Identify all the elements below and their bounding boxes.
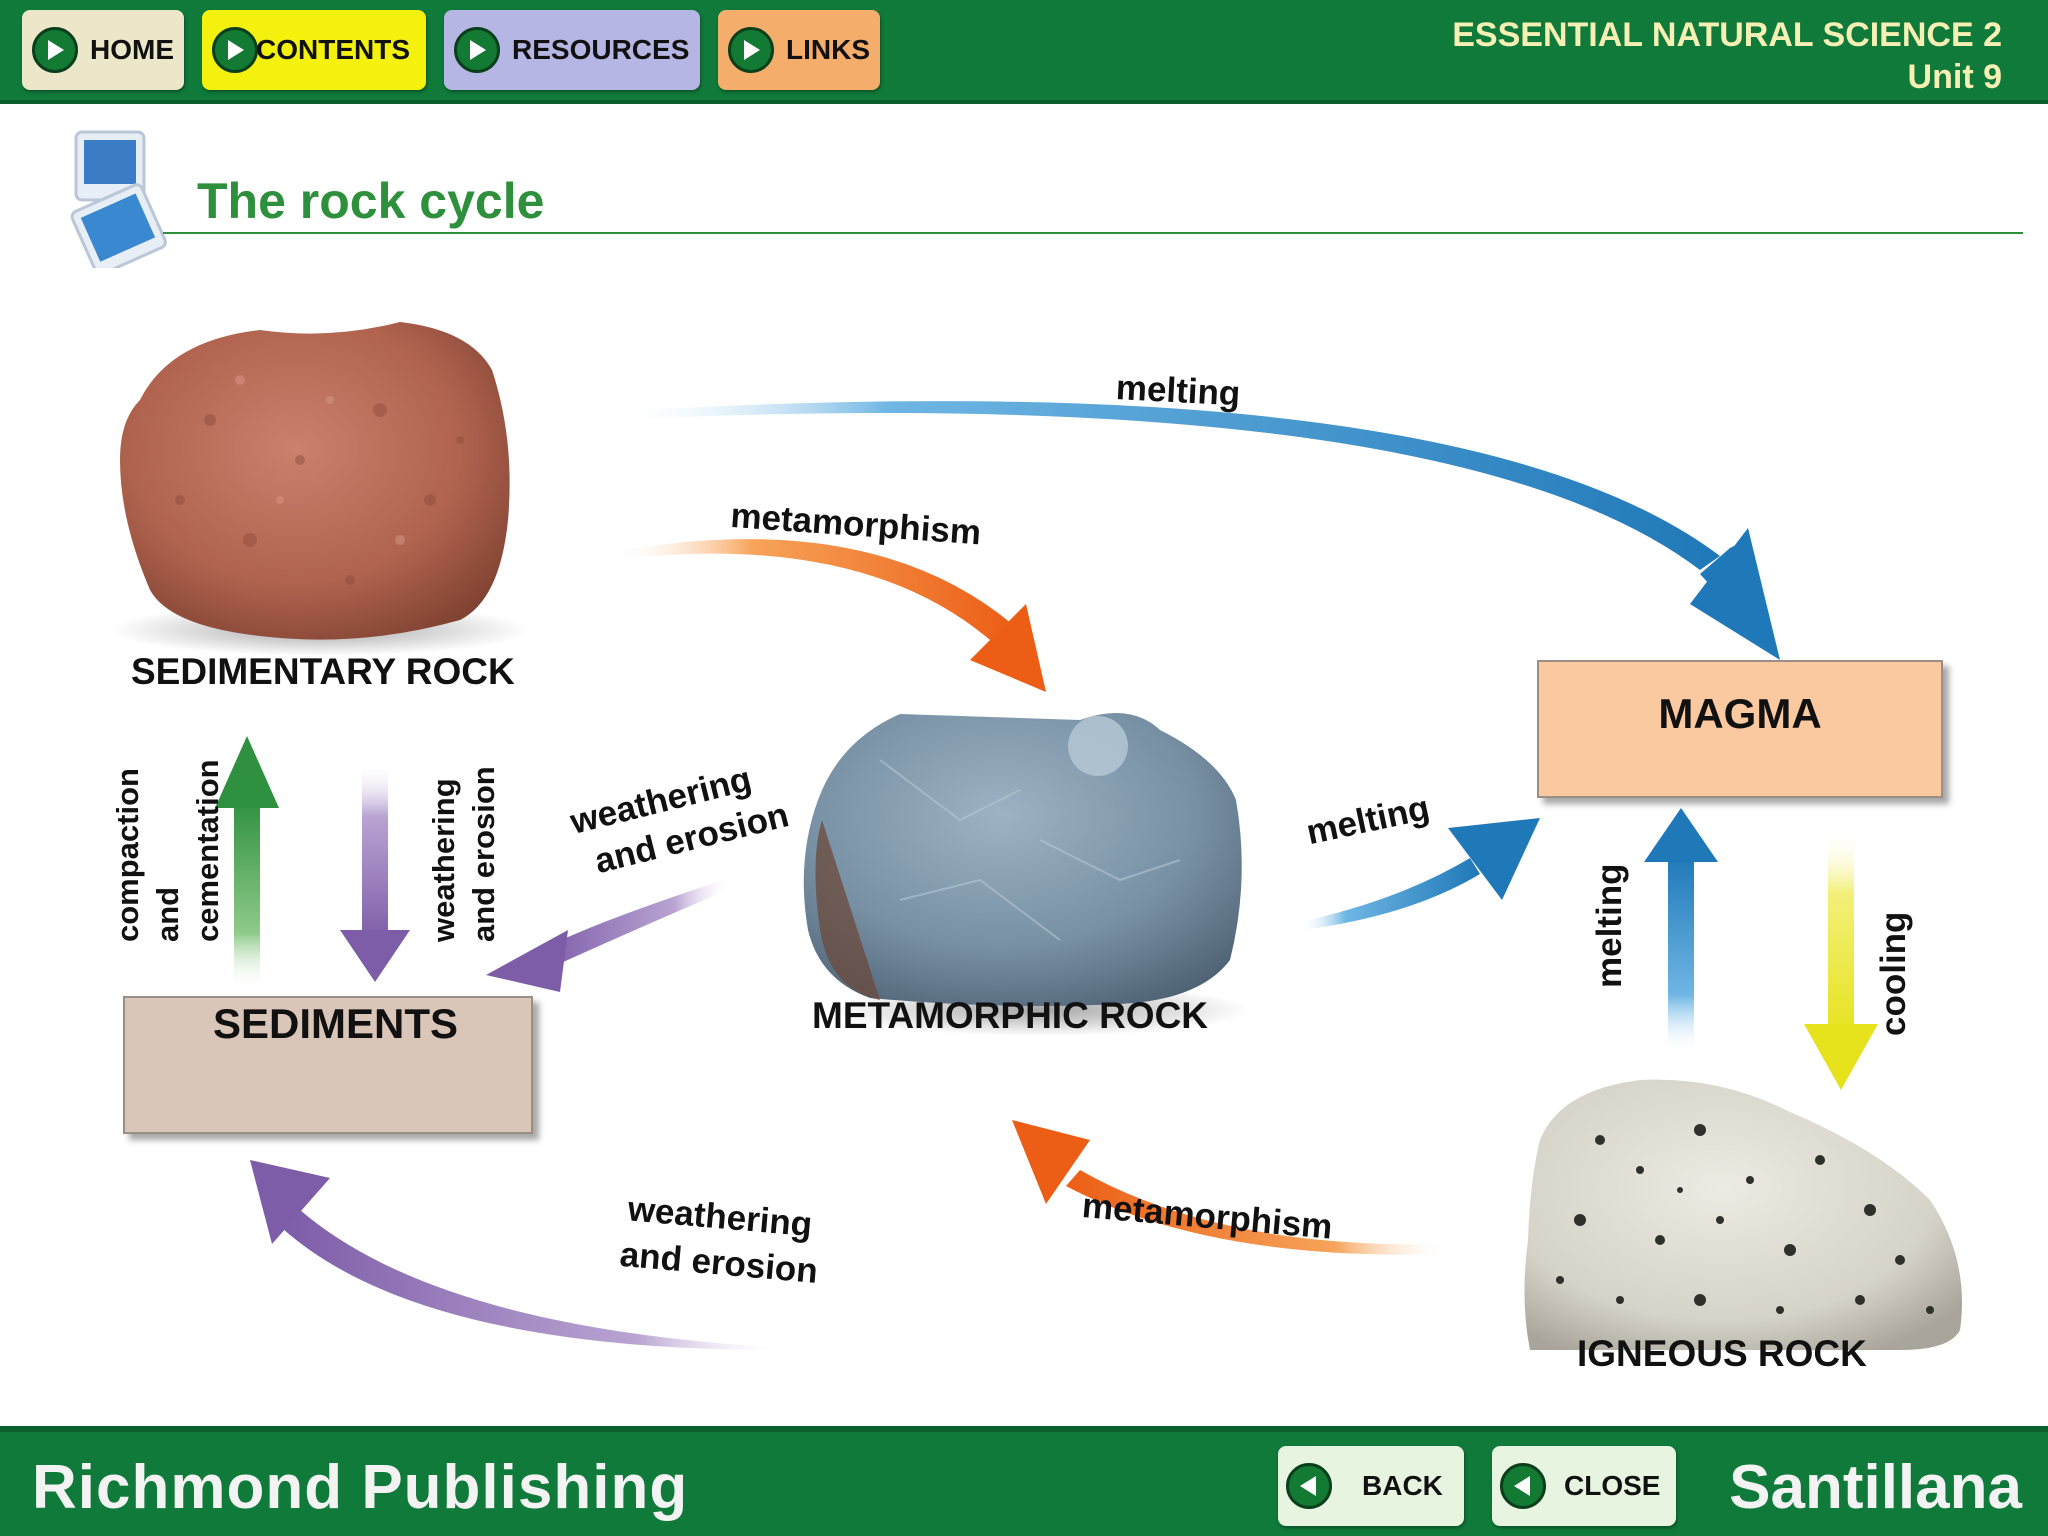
play-icon bbox=[728, 27, 774, 73]
weathering-erosion-label-left: weathering and erosion bbox=[424, 766, 504, 942]
metamorphic-rock-image bbox=[803, 712, 1250, 1036]
close-arrow-icon bbox=[1500, 1463, 1546, 1509]
back-arrow-icon bbox=[1286, 1463, 1332, 1509]
home-button[interactable]: HOME bbox=[22, 10, 184, 90]
arrow-weathering-igneous-to-sediments bbox=[250, 1160, 790, 1351]
melting-label-igneous: melting bbox=[1590, 863, 1629, 988]
top-nav-bar: HOME CONTENTS RESOURCES LINKS ESSENTIAL … bbox=[0, 0, 2048, 104]
series-heading: ESSENTIAL NATURAL SCIENCE 2 Unit 9 bbox=[1452, 14, 2002, 98]
compaction-label-line2: and bbox=[150, 886, 185, 942]
series-title: ESSENTIAL NATURAL SCIENCE 2 bbox=[1452, 16, 2002, 54]
title-divider bbox=[163, 232, 2023, 234]
links-button-label: LINKS bbox=[786, 34, 870, 65]
page-title: The rock cycle bbox=[197, 173, 545, 229]
weathering-erosion-label-bottom: weathering and erosion bbox=[618, 1186, 824, 1295]
contents-button[interactable]: CONTENTS bbox=[202, 10, 426, 90]
close-button-label: CLOSE bbox=[1564, 1470, 1661, 1501]
arrow-melting-metamorphic-to-magma bbox=[1300, 818, 1540, 930]
close-button[interactable]: CLOSE bbox=[1492, 1446, 1676, 1526]
compaction-label-line3: cementation bbox=[190, 759, 225, 942]
magma-box: MAGMA bbox=[1537, 660, 1943, 798]
igneous-rock-image bbox=[1524, 1079, 1962, 1350]
play-icon bbox=[454, 27, 500, 73]
resources-button-label: RESOURCES bbox=[512, 34, 690, 65]
unit-label: Unit 9 bbox=[1907, 58, 2002, 96]
weathering-left-line2: and erosion bbox=[466, 766, 501, 942]
metamorphic-rock-label: METAMORPHIC ROCK bbox=[812, 995, 1209, 1036]
sediments-label: SEDIMENTS bbox=[213, 1000, 459, 1047]
arrow-compaction-sediments-to-sedimentary bbox=[215, 736, 279, 990]
cooling-label: cooling bbox=[1874, 911, 1913, 1036]
arrow-melting-igneous-to-magma bbox=[1644, 808, 1718, 1055]
contents-button-label: CONTENTS bbox=[256, 34, 410, 65]
magma-label: MAGMA bbox=[1658, 690, 1822, 737]
play-icon bbox=[32, 27, 78, 73]
melting-label-top: melting bbox=[1114, 368, 1242, 414]
arrow-cooling-magma-to-igneous bbox=[1804, 830, 1878, 1090]
slides-icon bbox=[70, 130, 167, 268]
igneous-rock-label: IGNEOUS ROCK bbox=[1577, 1333, 1867, 1374]
weathering-left-line1: weathering bbox=[426, 778, 461, 942]
santillana-logo: Santillana bbox=[1729, 1453, 2022, 1522]
compaction-label-line1: compaction bbox=[110, 768, 145, 942]
footer-bar bbox=[0, 1426, 2048, 1536]
back-button[interactable]: BACK bbox=[1278, 1446, 1464, 1526]
home-button-label: HOME bbox=[90, 34, 174, 65]
sediments-box: SEDIMENTS bbox=[123, 996, 533, 1134]
back-button-label: BACK bbox=[1362, 1470, 1443, 1501]
publisher-logo: Richmond Publishing bbox=[32, 1453, 689, 1522]
play-icon bbox=[212, 27, 258, 73]
arrow-weathering-metamorphic-to-sediments bbox=[486, 878, 732, 992]
arrow-metamorphism-igneous-to-metamorphic bbox=[1012, 1120, 1450, 1255]
arrow-metamorphism-sedimentary-to-metamorphic bbox=[612, 539, 1046, 692]
resources-button[interactable]: RESOURCES bbox=[444, 10, 700, 90]
arrow-weathering-sedimentary-to-sediments bbox=[340, 762, 410, 982]
sedimentary-rock-image bbox=[110, 322, 530, 656]
compaction-cementation-label: compaction and cementation bbox=[108, 759, 228, 942]
links-button[interactable]: LINKS bbox=[718, 10, 880, 90]
sedimentary-rock-label: SEDIMENTARY ROCK bbox=[131, 651, 515, 692]
arrow-melting-sedimentary-to-magma bbox=[610, 401, 1780, 660]
